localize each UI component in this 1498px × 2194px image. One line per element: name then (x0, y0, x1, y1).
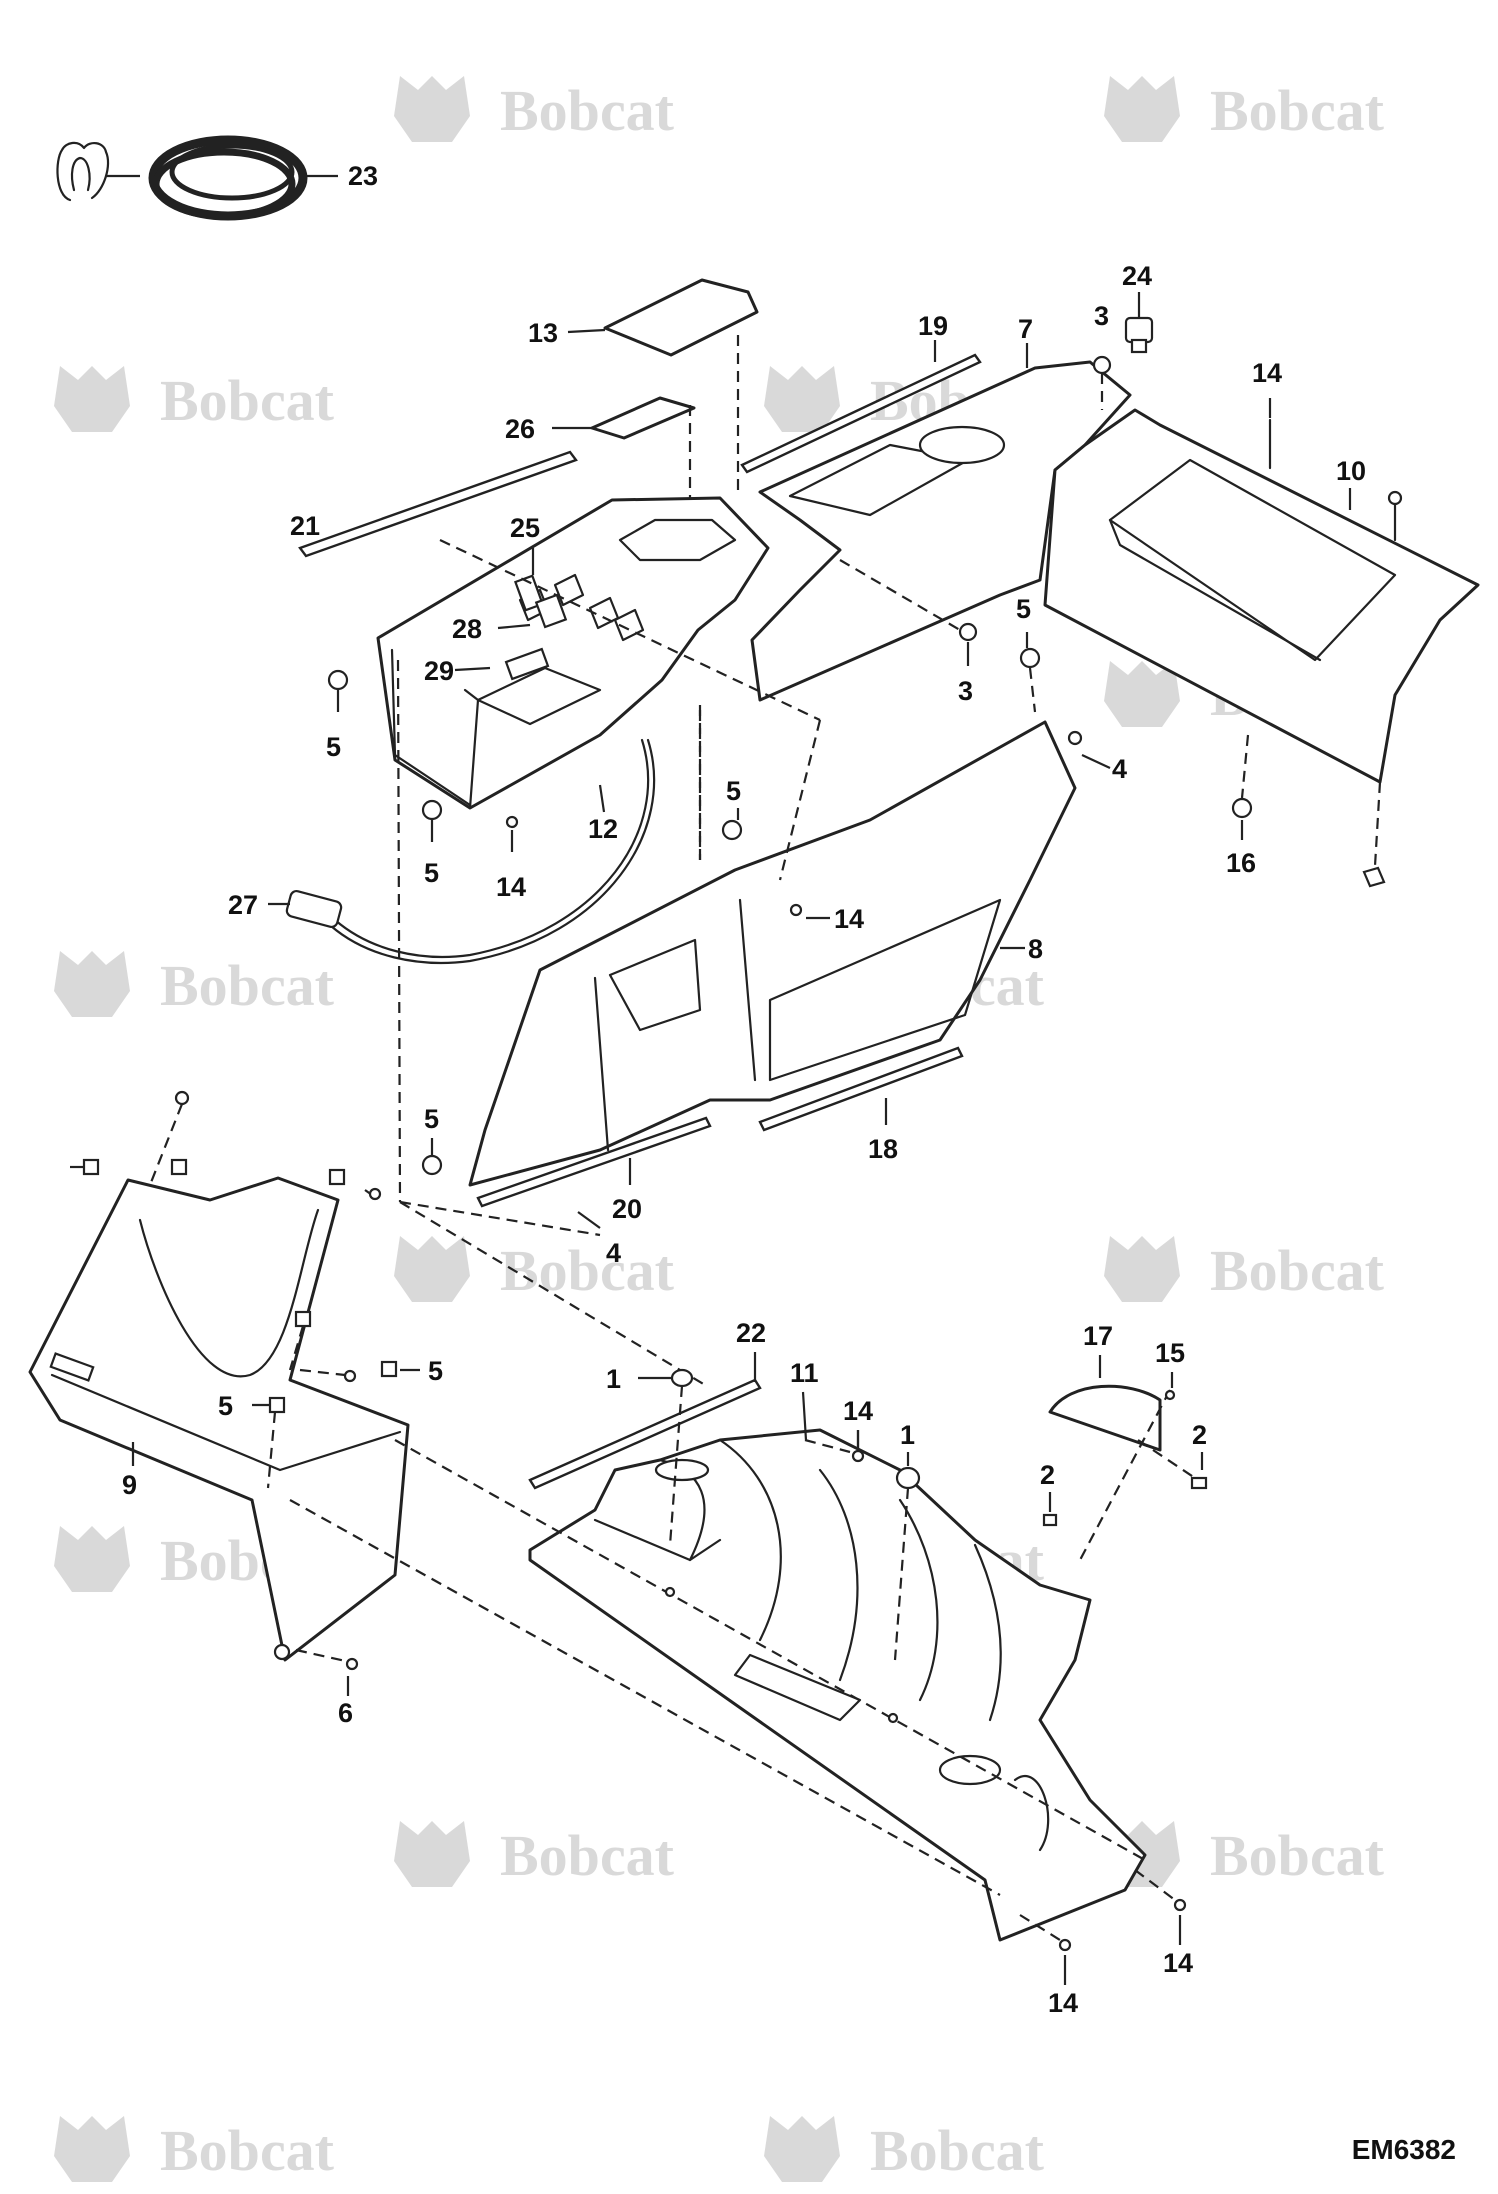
fastener-hardware (70, 292, 1403, 1985)
callout-17: 17 (1083, 1321, 1113, 1351)
diagram-reference-code: EM6382 (1351, 2134, 1456, 2165)
parts-18-20-trim-strips (476, 1046, 964, 1208)
bobcat-watermark: Bobcat (1104, 76, 1385, 143)
callout-26: 26 (505, 414, 535, 444)
callout-1-left: 1 (606, 1364, 621, 1394)
callout-25: 25 (510, 513, 540, 543)
callout-29: 29 (424, 656, 454, 686)
bobcat-logo-icon (54, 951, 130, 1017)
bobcat-watermark: Bobcat (394, 1821, 675, 1888)
watermark-text: Bobcat (1210, 1238, 1385, 1303)
watermark-text: Bobcat (870, 2118, 1045, 2183)
bobcat-watermark: Bobcat (54, 2116, 335, 2183)
bobcat-logo-icon (54, 2116, 130, 2182)
part-23-edge-trim (56, 135, 338, 221)
callout-7: 7 (1018, 314, 1033, 344)
callout-23: 23 (348, 161, 378, 191)
callout-4-bottom: 4 (606, 1238, 621, 1268)
part-11-lower-console (528, 1391, 1147, 1942)
bobcat-logo-icon (1104, 76, 1180, 142)
callout-4-right: 4 (1112, 754, 1127, 784)
callout-14-bottom-right: 14 (1163, 1948, 1193, 1978)
bobcat-watermark: Bobcat (1104, 1236, 1385, 1303)
callout-15: 15 (1155, 1338, 1185, 1368)
callout-6: 6 (338, 1698, 353, 1728)
watermark-text: Bobcat (500, 1238, 675, 1303)
callout-19: 19 (918, 311, 948, 341)
callout-16: 16 (1226, 848, 1256, 878)
bobcat-logo-icon (54, 1526, 130, 1592)
callout-3-mid: 3 (958, 676, 973, 706)
callout-1-right: 1 (900, 1420, 915, 1450)
part-7-console-top (750, 343, 1132, 702)
bobcat-watermark: Bobcat (764, 2116, 1045, 2183)
bobcat-logo-icon (1104, 1236, 1180, 1302)
callout-5-left-mid: 5 (424, 858, 439, 888)
part-10-side-shelf (1043, 408, 1480, 784)
watermark-text: Bobcat (160, 368, 335, 433)
part-26-cover-plate (552, 396, 696, 440)
callout-27: 27 (228, 890, 258, 920)
callout-2-mid: 2 (1040, 1460, 1055, 1490)
callout-20: 20 (612, 1194, 642, 1224)
callout-5-panel-left: 5 (424, 1104, 439, 1134)
callout-labels: 23 13 26 21 25 28 29 5 5 14 12 27 19 7 3… (122, 161, 1366, 2018)
callout-10: 10 (1336, 456, 1366, 486)
watermark-text: Bobcat (160, 2118, 335, 2183)
callout-9: 9 (122, 1470, 137, 1500)
callout-2-right: 2 (1192, 1420, 1207, 1450)
callout-12: 12 (588, 814, 618, 844)
part-21-trim-strip (298, 450, 578, 558)
watermark-text: Bobcat (500, 78, 675, 143)
bobcat-watermark: Bobcat (394, 1236, 675, 1303)
bobcat-logo-icon (394, 76, 470, 142)
callout-8: 8 (1028, 934, 1043, 964)
callout-5-left-top: 5 (326, 732, 341, 762)
callout-3-top: 3 (1094, 301, 1109, 331)
bobcat-logo-icon (764, 2116, 840, 2182)
callout-13: 13 (528, 318, 558, 348)
watermark-text: Bobcat (1210, 78, 1385, 143)
callout-14-console: 14 (496, 872, 526, 902)
watermark-text: Bobcat (1210, 1823, 1385, 1888)
bobcat-watermark: Bobcat (54, 951, 335, 1018)
part-8-side-panel (468, 720, 1077, 1187)
callout-18: 18 (868, 1134, 898, 1164)
callout-24: 24 (1122, 261, 1152, 291)
part-17-cover (1048, 1355, 1162, 1452)
callout-14-right-top: 14 (1252, 358, 1282, 388)
callout-14-lower-console: 14 (843, 1396, 873, 1426)
bobcat-logo-icon (54, 366, 130, 432)
callout-21: 21 (290, 511, 320, 541)
callout-14-bottom-left: 14 (1048, 1988, 1078, 2018)
watermark-text: Bobcat (500, 1823, 675, 1888)
part-9-front-bracket (28, 1176, 410, 1662)
callout-11: 11 (790, 1358, 819, 1388)
callout-5-center: 5 (726, 776, 741, 806)
part-12-center-console (376, 496, 770, 813)
bobcat-logo-icon (394, 1821, 470, 1887)
part-13-console-lid (567, 278, 759, 357)
callout-14-center: 14 (834, 904, 864, 934)
callout-22: 22 (736, 1318, 766, 1348)
part-27-wire-harness (268, 738, 656, 964)
watermark-text: Bobcat (160, 953, 335, 1018)
bobcat-watermark: Bobcat (54, 366, 335, 433)
part-19-trim-strip (740, 340, 982, 474)
bobcat-logo-icon (764, 366, 840, 432)
callout-5-right: 5 (1016, 594, 1031, 624)
bobcat-watermark: Bobcat (394, 76, 675, 143)
callout-28: 28 (452, 614, 482, 644)
callout-5-bracket-right: 5 (428, 1356, 443, 1386)
bobcat-logo-icon (394, 1236, 470, 1302)
callout-5-bracket-left: 5 (218, 1391, 233, 1421)
bobcat-logo-icon (1104, 661, 1180, 727)
